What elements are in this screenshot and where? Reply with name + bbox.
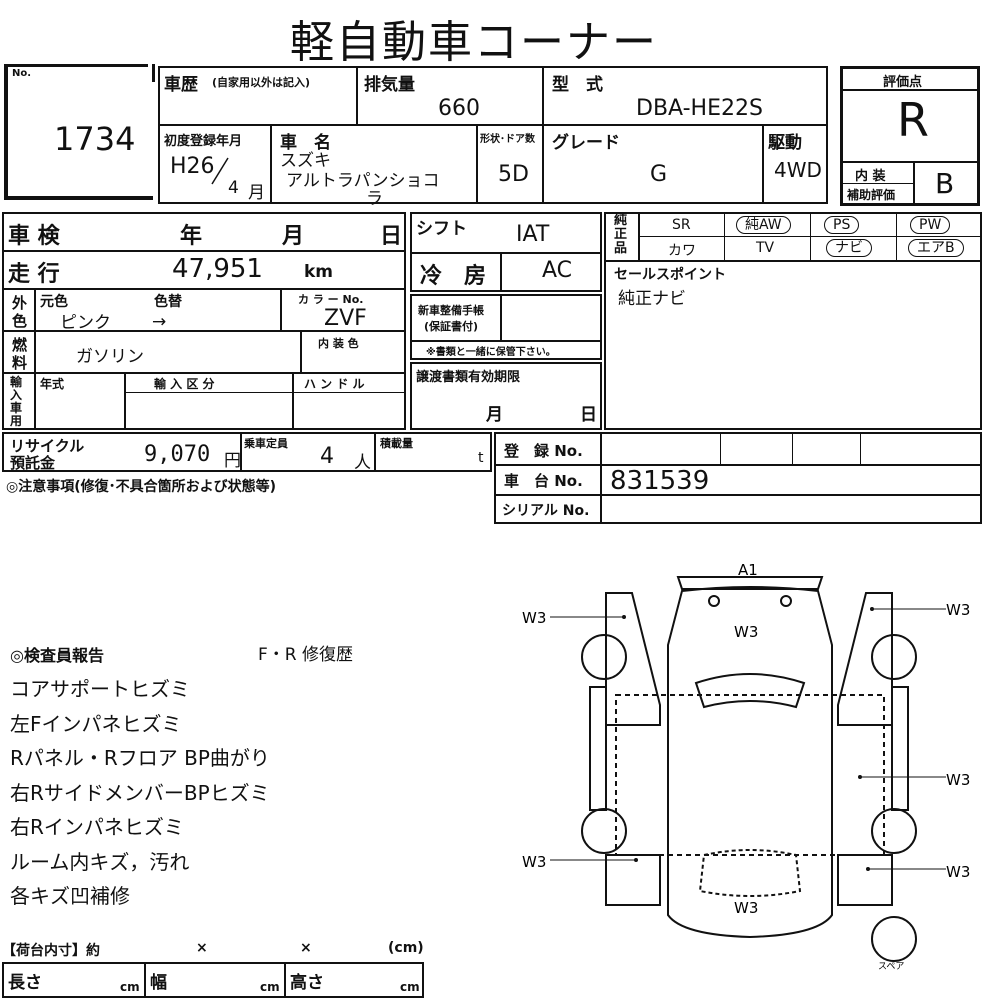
lot-no-label: No. [12,68,32,79]
warranty-box: 新車整備手帳 (保証書付) ※書類と一緒に保管下さい。 [410,294,602,360]
list-item: コアサポートヒズミ [10,677,190,701]
tail-code: W3 [734,899,758,917]
color-row: 外 色 元色 色替 ピンク → カ ラ ー No. ZVF [2,288,406,333]
interior-rating-value: B [935,167,955,200]
right-mid-code: W3 [946,771,970,789]
inspector-label: ◎検査員報告 [10,646,104,665]
list-item: 左Fインパネヒズミ [10,711,182,736]
registration-block: 登 録 No. 車 台 No. 831539 シリアル No. [494,432,982,524]
doors-box: 形状･ドア数 5D [476,124,544,204]
color-value: ピンク [60,313,111,333]
car-diagram: A1 W3 W3 W3 W3 W3 W3 W3 スペア [522,561,970,972]
ac-value: AC [542,258,573,283]
ac-box: 冷 房 AC [410,252,602,292]
left-rear-code: W3 [522,853,546,871]
mileage-value: 47,951 [172,254,263,284]
list-item: 右Rインパネヒズミ [10,815,184,839]
inspection-row: 車 検 年 月 日 [2,212,406,252]
capacity-value: 4 [320,444,334,469]
chassis-value: 831539 [610,466,710,496]
right-front-code: W3 [946,601,970,619]
right-rear-code: W3 [946,863,970,881]
list-item: ルーム内キズ，汚れ [10,849,190,874]
shift-value: IAT [516,222,550,247]
rating-value: R [897,93,929,147]
mileage-row: 走 行 47,951 km [2,250,406,290]
displacement-box: 排気量 660 [356,66,544,126]
cargo-table: 長さ cm 幅 cm 高さ cm [2,962,424,998]
first-reg-box: 初度登録年月 H26 4 月 [158,124,272,204]
car-name-value: アルトラパンショコ [286,171,440,191]
lot-box: No. 1734 [4,64,155,200]
list-item: Rパネル・Rフロア BP曲がり [10,746,270,770]
grade-box: グレード G [542,124,764,204]
drive-box: 駆動 4WD [762,124,828,204]
sales-point-value: 純正ナビ [618,289,686,309]
car-name-box: 車 名 スズキ アルトラパンショコ ラ [270,124,478,209]
shift-box: シフト IAT [410,212,602,254]
page-title: 軽自動車コーナー [290,17,658,68]
list-item: 各キズ凹補修 [10,884,130,908]
color-code-value: ZVF [324,306,367,331]
recycle-value: 9,070 [144,442,211,467]
import-row: 輸 入 車 用 年式 輸 入 区 分 ハ ン ド ル [2,372,406,430]
recycle-row: リサイクル 預託金 9,070 円 乗車定員 4 人 積載量 t [2,432,492,473]
model-type-box: 型 式 DBA-HE22S [542,66,828,126]
hood-code: W3 [734,623,758,641]
grade-value: G [650,162,668,187]
sales-point-box: セールスポイント 純正ナビ [604,260,982,430]
rating-box: 評価点 R 内 装 補助評価 B [840,66,980,206]
model-type-value: DBA-HE22S [636,96,763,121]
fuel-row: 燃 料 ガソリン 内 装 色 [2,330,406,374]
transfer-box: 譲渡書類有効期限 月 日 [410,362,602,430]
cargo-label: 【荷台内寸】約 [2,943,100,959]
notes-label: ◎注意事項(修復･不具合箇所および状態等) [6,479,277,495]
inspector-items: コアサポートヒズミ 左Fインパネヒズミ Rパネル・Rフロア BP曲がり 右Rサイ… [10,672,270,914]
first-reg-era: H26 [170,154,215,179]
fuel-value: ガソリン [76,347,144,367]
displacement-value: 660 [438,96,480,121]
equipment-box: 純 正 品 SR 純AW PS PW カワ TV ナビ エアB [604,212,982,262]
spare-label: スペア [878,962,904,972]
slash-divider [211,157,229,185]
drive-value: 4WD [774,158,822,182]
list-item: 右RサイドメンバーBPヒズミ [10,780,270,805]
left-front-code: W3 [522,609,546,627]
lot-number: 1734 [54,120,136,158]
front-bumper-code: A1 [738,561,758,579]
history-box: 車歴 (自家用以外は記入) [158,66,358,126]
doors-value: 5D [498,162,529,187]
repair-history: F・R 修復歴 [258,645,353,665]
